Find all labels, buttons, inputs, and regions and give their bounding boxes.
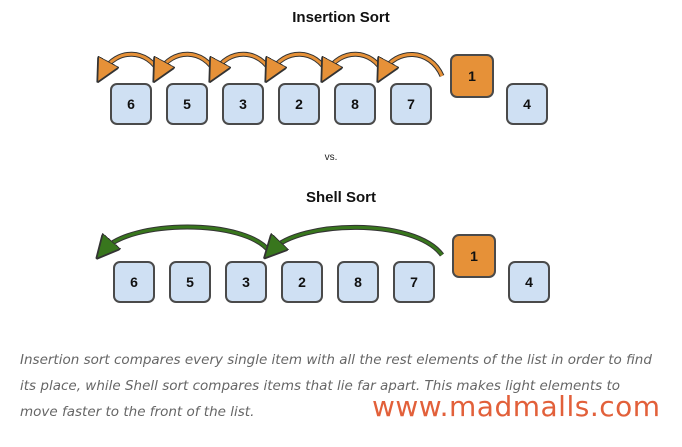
insertion-arc-4 bbox=[271, 51, 331, 74]
shell-arc-1 bbox=[104, 224, 273, 252]
insertion-item: 2 bbox=[278, 83, 320, 125]
insertion-last-item: 4 bbox=[506, 83, 548, 125]
insertion-arc-6 bbox=[383, 52, 445, 76]
insertion-sort-title: Insertion Sort bbox=[292, 9, 390, 26]
caption-text: Insertion sort compares every single ite… bbox=[20, 352, 652, 420]
shell-item: 5 bbox=[169, 261, 211, 303]
insertion-item: 5 bbox=[166, 83, 208, 125]
vs-label: vs. bbox=[324, 152, 338, 163]
shell-item: 8 bbox=[337, 261, 379, 303]
shell-item: 2 bbox=[281, 261, 323, 303]
shell-item: 7 bbox=[393, 261, 435, 303]
shell-arc-2 bbox=[272, 224, 445, 255]
insertion-arc-1 bbox=[103, 51, 163, 74]
insertion-item: 7 bbox=[390, 83, 432, 125]
shell-highlight-item: 1 bbox=[452, 234, 496, 278]
insertion-arc-2 bbox=[159, 51, 219, 74]
insertion-item: 3 bbox=[222, 83, 264, 125]
shell-sort-title: Shell Sort bbox=[305, 189, 376, 206]
insertion-item: 6 bbox=[110, 83, 152, 125]
watermark: www.madmalls.com bbox=[372, 390, 661, 423]
shell-item: 6 bbox=[113, 261, 155, 303]
insertion-highlight-item: 1 bbox=[450, 54, 494, 98]
insertion-arc-5 bbox=[327, 51, 387, 74]
insertion-arc-3 bbox=[215, 51, 275, 74]
shell-item: 3 bbox=[225, 261, 267, 303]
insertion-item: 8 bbox=[334, 83, 376, 125]
shell-last-item: 4 bbox=[508, 261, 550, 303]
